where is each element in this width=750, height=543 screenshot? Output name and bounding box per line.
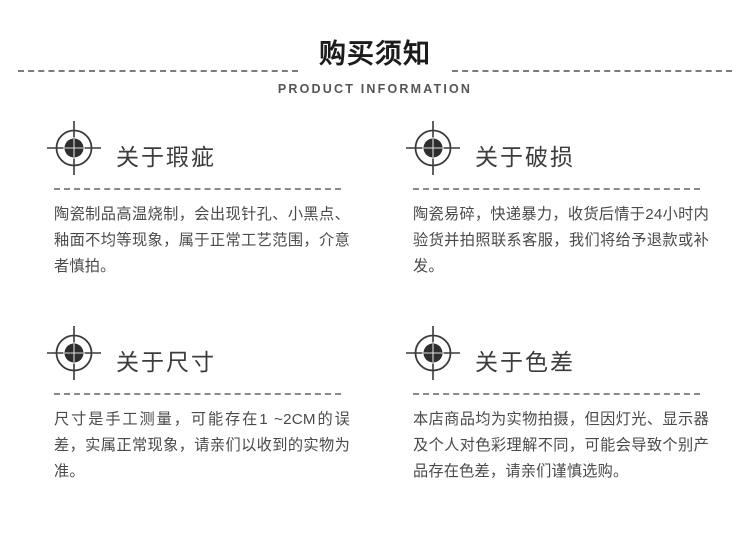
header-dashed-rule-right	[452, 70, 732, 72]
crosshair-target-icon	[47, 326, 101, 380]
header-dashed-rule-left	[18, 70, 298, 72]
info-card: 关于尺寸 尺寸是手工测量，可能存在1 ~2CM的误差，实属正常现象，请亲们以收到…	[47, 325, 354, 480]
info-card-header: 关于尺寸	[47, 325, 354, 395]
info-card: 关于瑕疵 陶瓷制品高温烧制，会出现针孔、小黑点、釉面不均等现象，属于正常工艺范围…	[47, 120, 354, 275]
info-card-body: 陶瓷制品高温烧制，会出现针孔、小黑点、釉面不均等现象，属于正常工艺范围，介意者慎…	[54, 206, 350, 275]
crosshair-target-icon	[406, 121, 460, 175]
info-card-dashed-rule	[413, 393, 700, 395]
info-card: 关于色差 本店商品均为实物拍摄，但因灯光、显示器及个人对色彩理解不同，可能会导致…	[406, 325, 713, 480]
info-card-header: 关于破损	[406, 120, 713, 190]
page-header: 购买须知 PRODUCT INFORMATION	[0, 0, 750, 110]
info-card-header: 关于瑕疵	[47, 120, 354, 190]
info-card-dashed-rule	[413, 188, 700, 190]
info-card-title: 关于色差	[475, 349, 575, 375]
info-card-body: 陶瓷易碎，快递暴力，收货后情于24小时内验货并拍照联系客服，我们将给予退款或补发…	[413, 206, 709, 275]
crosshair-target-icon	[406, 326, 460, 380]
crosshair-target-icon	[47, 121, 101, 175]
info-card-grid: 关于瑕疵 陶瓷制品高温烧制，会出现针孔、小黑点、釉面不均等现象，属于正常工艺范围…	[0, 110, 750, 543]
info-card: 关于破损 陶瓷易碎，快递暴力，收货后情于24小时内验货并拍照联系客服，我们将给予…	[406, 120, 713, 275]
info-card-title: 关于瑕疵	[116, 144, 216, 170]
info-card-dashed-rule	[54, 393, 341, 395]
info-card-title: 关于尺寸	[116, 349, 216, 375]
info-card-title: 关于破损	[475, 144, 575, 170]
page-title: 购买须知	[319, 39, 431, 69]
info-card-body: 本店商品均为实物拍摄，但因灯光、显示器及个人对色彩理解不同，可能会导致个别产品存…	[413, 411, 709, 480]
info-card-body: 尺寸是手工测量，可能存在1 ~2CM的误差，实属正常现象，请亲们以收到的实物为准…	[54, 411, 350, 480]
page-subtitle: PRODUCT INFORMATION	[277, 82, 473, 96]
info-card-dashed-rule	[54, 188, 341, 190]
info-card-header: 关于色差	[406, 325, 713, 395]
